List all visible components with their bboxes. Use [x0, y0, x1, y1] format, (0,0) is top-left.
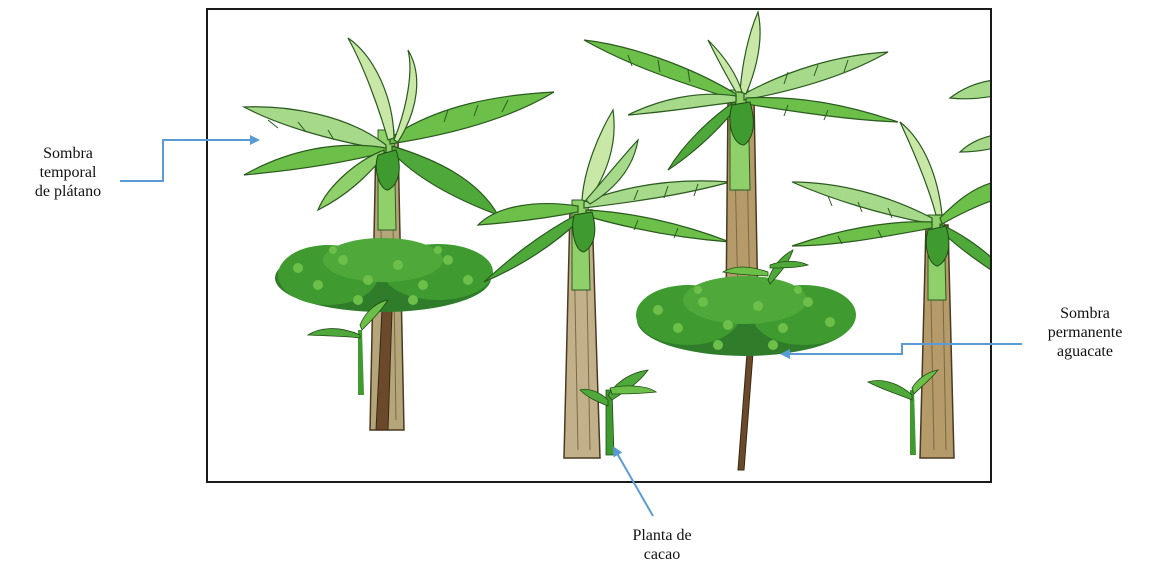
banana-shade-label-line-3: de plátano — [18, 182, 118, 201]
avocado-shade-label: Sombra permanente aguacate — [1030, 304, 1140, 361]
avocado-shade-label-line-1: Sombra — [1030, 304, 1140, 323]
avocado-tree-icon — [275, 238, 493, 430]
banana-shade-label: Sombra temporal de plátano — [18, 144, 118, 201]
banana-plant-icon — [792, 80, 992, 458]
agroforestry-illustration — [208, 10, 992, 483]
agroforestry-illustration-frame — [206, 8, 992, 483]
banana-plant-icon — [478, 110, 730, 458]
cacao-plant-label: Planta de cacao — [612, 526, 712, 564]
avocado-shade-label-line-2: permanente — [1030, 323, 1140, 342]
cacao-plant-label-line-2: cacao — [612, 545, 712, 564]
avocado-tree-icon — [636, 250, 856, 470]
cacao-plant-label-line-1: Planta de — [612, 526, 712, 545]
avocado-shade-label-line-3: aguacate — [1030, 342, 1140, 361]
banana-shade-label-line-2: temporal — [18, 163, 118, 182]
banana-shade-label-line-1: Sombra — [18, 144, 118, 163]
banana-plant-icon — [244, 38, 554, 430]
